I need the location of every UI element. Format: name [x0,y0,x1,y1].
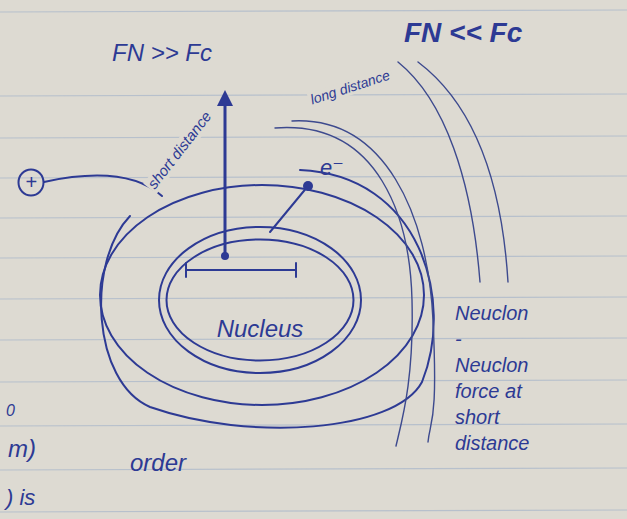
force-relation: FN << Fc [404,18,522,49]
margin-fragment: m) [8,436,36,462]
node-text: + [25,171,37,194]
distance-note: long distance [306,67,393,108]
arrow-head [217,90,233,106]
range-curve [275,128,412,446]
range-curve [418,62,508,282]
nucleus-centre-dot [221,252,229,260]
range-curve [292,121,435,442]
electron-dot [303,181,313,191]
force-arrow [224,100,227,256]
nucleus-outline [159,227,361,373]
scale-tick [185,263,187,277]
force-note: Neuclon - Neuclon force at short distanc… [455,300,539,456]
distance-note: short distance [144,107,217,194]
force-relation: FN >> Fc [112,40,212,66]
node-text: Nucleus [217,315,304,343]
outer-orbit [101,170,434,428]
charge-circle: + [17,168,45,197]
scale-bar [186,269,296,271]
range-curve [398,62,480,282]
scale-tick [295,263,297,277]
electron-radius [270,186,308,232]
electron-label: e⁻ [320,156,344,180]
ruled-lines [0,10,627,512]
nucleus-node-outline [165,238,355,362]
nucleus-node: Nucleus [165,238,355,362]
margin-fragment: order [130,450,186,476]
leader-line [44,176,162,196]
electron-orbit [100,185,424,405]
margin-fragment: ) is [6,486,35,510]
margin-fragment: 0 [6,402,15,420]
